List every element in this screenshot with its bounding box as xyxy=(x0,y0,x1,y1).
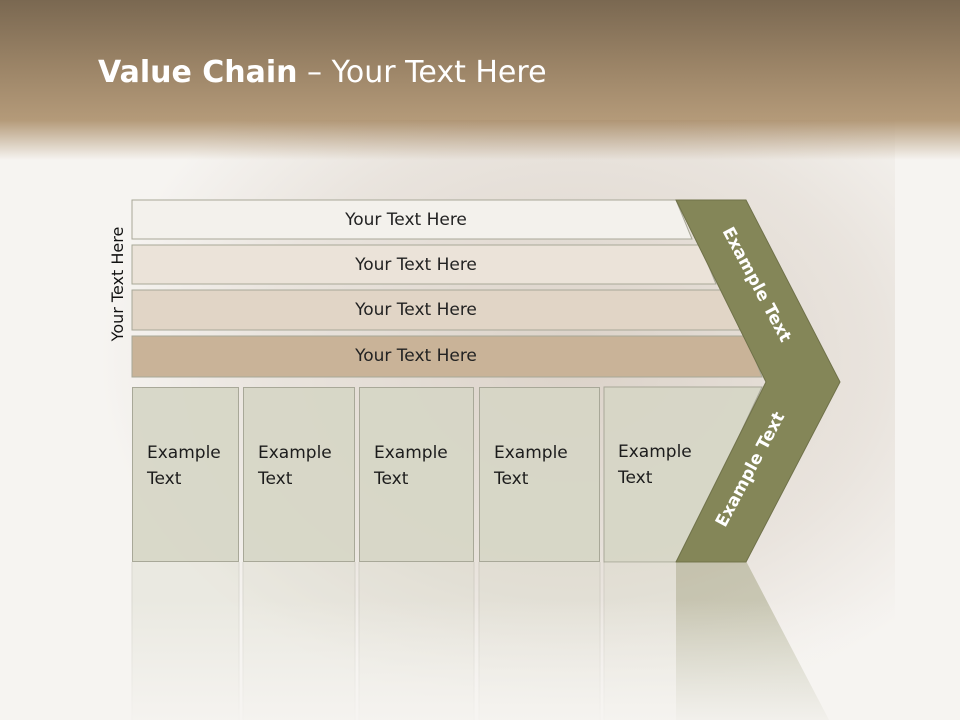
row-1[interactable]: Your Text Here xyxy=(345,209,467,230)
row-2[interactable]: Your Text Here xyxy=(355,254,477,275)
arrow-shape xyxy=(675,199,841,563)
reflection-fade xyxy=(0,600,960,720)
row-3[interactable]: Your Text Here xyxy=(355,299,477,320)
row-1-shape xyxy=(131,199,693,240)
row-2-shape xyxy=(131,244,717,285)
row-4-shape xyxy=(131,335,763,378)
header-band xyxy=(0,0,960,160)
title-bold: Value Chain xyxy=(98,55,298,90)
slide-title[interactable]: Value Chain – Your Text Here xyxy=(98,55,547,90)
title-rest: – Your Text Here xyxy=(297,55,547,90)
row-4[interactable]: Your Text Here xyxy=(355,345,477,366)
